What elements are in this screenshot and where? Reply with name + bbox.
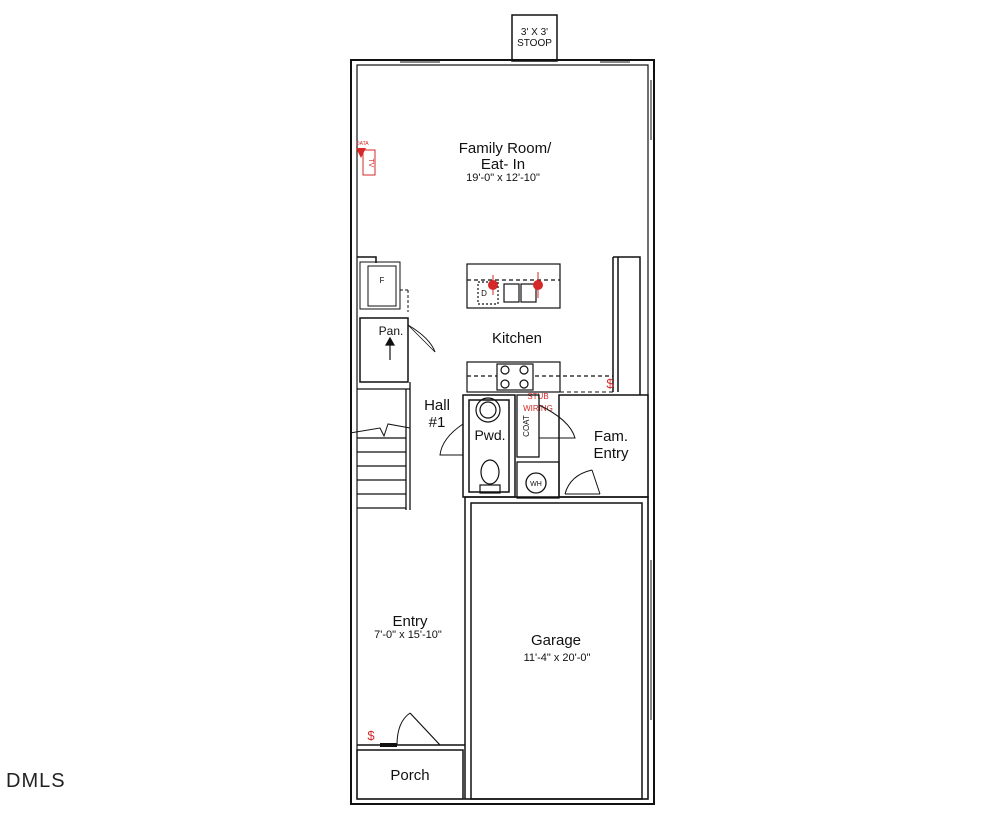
stub-wiring-1: STUB bbox=[527, 392, 548, 401]
windows bbox=[400, 61, 652, 720]
data-label: DATA bbox=[356, 141, 369, 147]
kitchen-island bbox=[466, 263, 561, 309]
dishwasher-label: D bbox=[481, 289, 487, 298]
garage-label: Garage bbox=[531, 632, 581, 649]
coat-label: COAT bbox=[522, 415, 531, 437]
hall-label-1: Hall bbox=[424, 397, 450, 414]
range bbox=[466, 361, 613, 393]
kitchen-label: Kitchen bbox=[492, 330, 542, 347]
entry-dims: 7'-0" x 15'-10" bbox=[374, 629, 442, 641]
pantry-label: Pan. bbox=[379, 324, 404, 338]
family-room-label-1: Family Room/ bbox=[459, 140, 552, 157]
kitchen-switch: $ bbox=[606, 376, 614, 391]
tv-label: TV bbox=[367, 159, 374, 168]
coat-closet bbox=[516, 394, 576, 458]
fridge-label: F bbox=[380, 276, 385, 285]
stairs bbox=[349, 382, 411, 510]
outer-wall-outer bbox=[350, 59, 655, 805]
stoop-label-2: STOOP bbox=[517, 38, 552, 49]
front-door bbox=[357, 712, 465, 747]
porch-label: Porch bbox=[390, 767, 429, 784]
fridge bbox=[359, 261, 409, 312]
entry-switch: $ bbox=[367, 728, 375, 743]
tv-outlet: TV DATA bbox=[356, 141, 376, 176]
powder-label: Pwd. bbox=[474, 427, 505, 443]
pantry-walls bbox=[359, 317, 436, 383]
fam-entry-label-1: Fam. bbox=[594, 428, 628, 445]
garage-dims: 11'-4" x 20'-0" bbox=[524, 652, 591, 664]
porch-outline bbox=[356, 749, 464, 800]
water-heater-label: WH bbox=[530, 481, 542, 488]
family-room-dims: 19'-0" x 12'-10" bbox=[466, 172, 540, 184]
garage-walls bbox=[464, 496, 649, 800]
pantry-arrow bbox=[384, 336, 396, 360]
water-heater-area bbox=[516, 461, 560, 499]
family-room-label-2: Eat- In bbox=[481, 156, 525, 173]
hall-label-2: #1 bbox=[429, 414, 446, 431]
stub-wiring-2: WIRING bbox=[523, 404, 553, 413]
powder-fixtures bbox=[475, 397, 501, 494]
stoop-label-1: 3' X 3' bbox=[521, 27, 548, 38]
island-outlets bbox=[488, 272, 543, 298]
family-room-walls bbox=[357, 256, 641, 395]
entry-label: Entry bbox=[392, 613, 428, 630]
watermark: DMLS bbox=[6, 770, 66, 792]
fam-entry-label-2: Entry bbox=[593, 445, 629, 462]
powder-room-walls bbox=[439, 394, 516, 498]
